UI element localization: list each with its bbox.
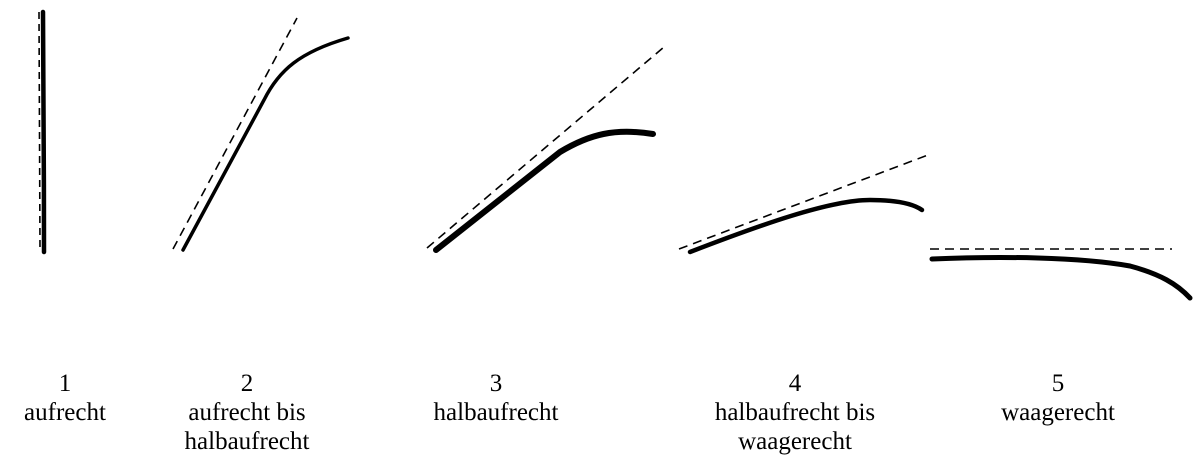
diagram-5-horizontal [929,248,1193,301]
reference-line-3 [426,46,665,249]
label-3-text: halbaufrecht [433,399,559,426]
reference-line-2 [172,17,298,250]
branch-curve-5 [929,254,1193,301]
label-1: 1 aufrecht [0,369,175,427]
label-3: 3 halbaufrecht [386,369,606,427]
label-2-text-line1: aufrecht bis [188,399,306,426]
branch-curve-4 [687,197,925,255]
label-4-text-line1: halbaufrecht bis [714,399,876,426]
label-3-number: 3 [489,370,503,397]
diagram-4-half-upright-to-horizontal [678,154,929,255]
label-5-text: waagerecht [1001,399,1115,426]
diagram-3-half-upright [426,46,665,253]
branch-curve-1 [40,9,47,255]
label-4: 4 halbaufrecht bis waagerecht [685,369,905,456]
label-5: 5 waagerecht [948,369,1168,427]
label-2: 2 aufrecht bis halbaufrecht [137,369,357,456]
branch-curve-3 [433,128,656,253]
label-1-number: 1 [58,370,72,397]
label-4-number: 4 [788,370,802,397]
label-4-text-line2: waagerecht [738,428,852,455]
label-5-number: 5 [1051,370,1065,397]
branch-curve-2 [181,36,350,252]
label-2-text-line2: halbaufrecht [184,428,310,455]
label-2-number: 2 [240,370,254,397]
label-1-text: aufrecht [24,399,106,426]
reference-line-1 [38,11,41,251]
diagram-1-upright [38,9,47,255]
diagram-2-upright-to-half-upright [172,17,350,252]
